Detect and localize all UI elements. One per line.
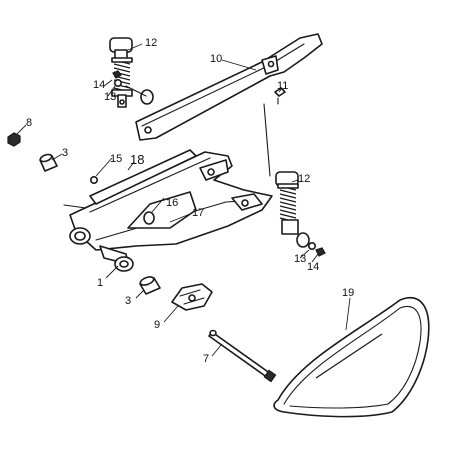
callout-3-upper: 3 bbox=[62, 147, 68, 159]
callout-13-upper: 13 bbox=[104, 91, 116, 103]
callout-10: 10 bbox=[210, 53, 222, 65]
callout-labels: 12 10 11 14 13 8 3 15 18 16 17 12 1 3 9 … bbox=[26, 37, 354, 365]
pivot-shaft bbox=[208, 329, 277, 383]
callout-15: 15 bbox=[110, 153, 122, 165]
rear-shock-absorber-left bbox=[109, 37, 154, 108]
callout-9: 9 bbox=[154, 319, 160, 331]
callout-12-upper: 12 bbox=[145, 37, 157, 49]
callout-14-upper: 14 bbox=[93, 79, 105, 91]
callout-7: 7 bbox=[203, 353, 209, 365]
callout-18: 18 bbox=[130, 152, 144, 167]
chain-guard bbox=[135, 33, 323, 141]
brace-bolt bbox=[90, 176, 99, 185]
bushing-lower bbox=[139, 276, 161, 295]
swingarm-brace bbox=[89, 149, 197, 205]
chain-adjuster bbox=[171, 283, 213, 311]
bushing-upper bbox=[39, 153, 58, 172]
inner-bushing bbox=[143, 211, 155, 225]
callout-19: 19 bbox=[342, 287, 354, 299]
callout-8: 8 bbox=[26, 117, 32, 129]
chain-guard-bolt bbox=[274, 87, 286, 105]
leader-lines bbox=[15, 43, 351, 357]
callout-16: 16 bbox=[166, 197, 178, 209]
callout-12-right: 12 bbox=[298, 173, 310, 185]
callout-11: 11 bbox=[277, 80, 288, 92]
callout-13-lower: 13 bbox=[294, 253, 306, 265]
pivot-nut bbox=[7, 132, 21, 147]
washer-upper bbox=[114, 79, 123, 88]
callout-1: 1 bbox=[97, 277, 103, 289]
callout-14-lower: 14 bbox=[307, 261, 319, 273]
callout-3-lower: 3 bbox=[125, 295, 131, 307]
washer-lower bbox=[307, 242, 316, 251]
callout-17: 17 bbox=[192, 207, 204, 219]
drive-chain bbox=[273, 297, 430, 418]
nut-upper bbox=[112, 70, 122, 79]
rear-shock-absorber-right bbox=[263, 103, 310, 248]
